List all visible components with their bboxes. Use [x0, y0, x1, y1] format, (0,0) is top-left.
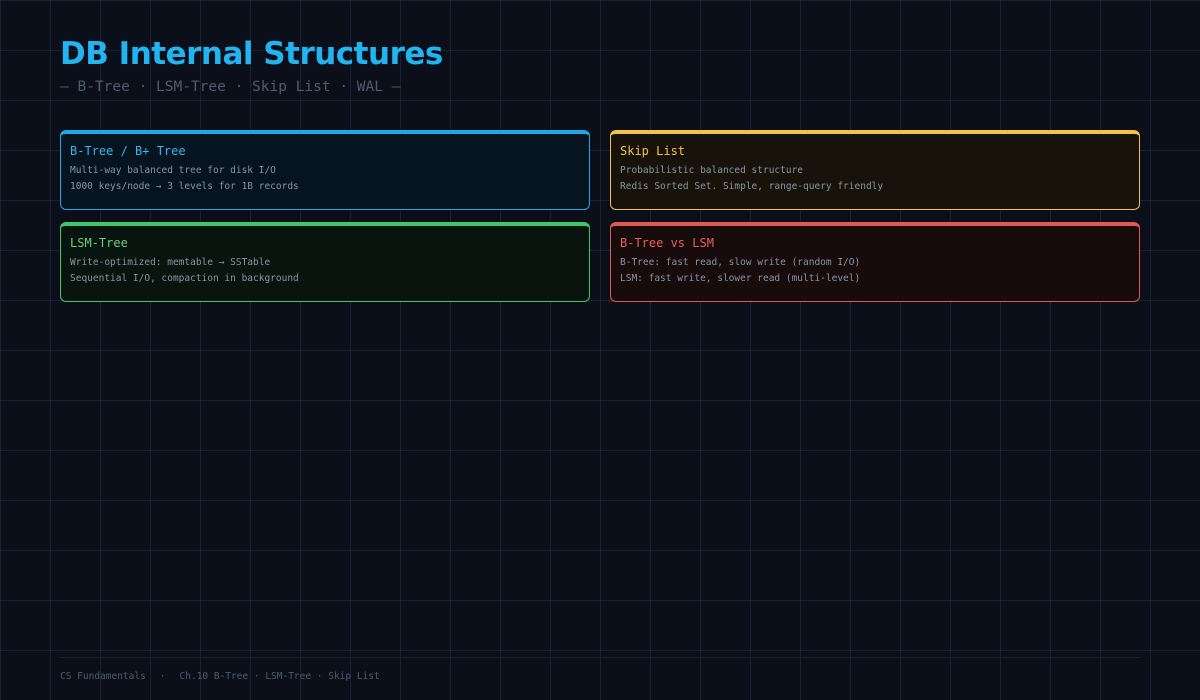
card-line: B-Tree: fast read, slow write (random I/… — [620, 257, 861, 268]
card-btree-vs-lsm: B-Tree vs LSM B-Tree: fast read, slow wr… — [610, 222, 1140, 302]
card-title: LSM-Tree — [70, 236, 128, 250]
card-line: 1000 keys/node → 3 levels for 1B records — [70, 181, 299, 192]
card-line: Sequential I/O, compaction in background — [70, 273, 299, 284]
card-line: Probabilistic balanced structure — [620, 165, 804, 176]
card-line: LSM: fast write, slower read (multi-leve… — [620, 273, 861, 284]
card-title: B-Tree vs LSM — [620, 236, 714, 250]
page-title: DB Internal Structures — [60, 36, 443, 72]
footer-chapter: Ch.10 B-Tree · LSM-Tree · Skip List — [179, 671, 380, 682]
page-subtitle: — B-Tree · LSM-Tree · Skip List · WAL — — [60, 79, 401, 95]
card-lsm-tree: LSM-Tree Write-optimized: memtable → SST… — [60, 222, 590, 302]
footer-course: CS Fundamentals — [60, 671, 146, 682]
footer-divider — [60, 657, 1140, 658]
card-line: Redis Sorted Set. Simple, range-query fr… — [620, 181, 884, 192]
footer: CS Fundamentals · Ch.10 B-Tree · LSM-Tree … — [60, 671, 380, 682]
footer-separator: · — [159, 671, 166, 682]
card-line: Multi-way balanced tree for disk I/O — [70, 165, 276, 176]
card-skip-list: Skip List Probabilistic balanced structu… — [610, 130, 1140, 210]
card-title: B-Tree / B+ Tree — [70, 144, 186, 158]
card-line: Write-optimized: memtable → SSTable — [70, 257, 271, 268]
card-btree: B-Tree / B+ Tree Multi-way balanced tree… — [60, 130, 590, 210]
card-title: Skip List — [620, 144, 686, 158]
